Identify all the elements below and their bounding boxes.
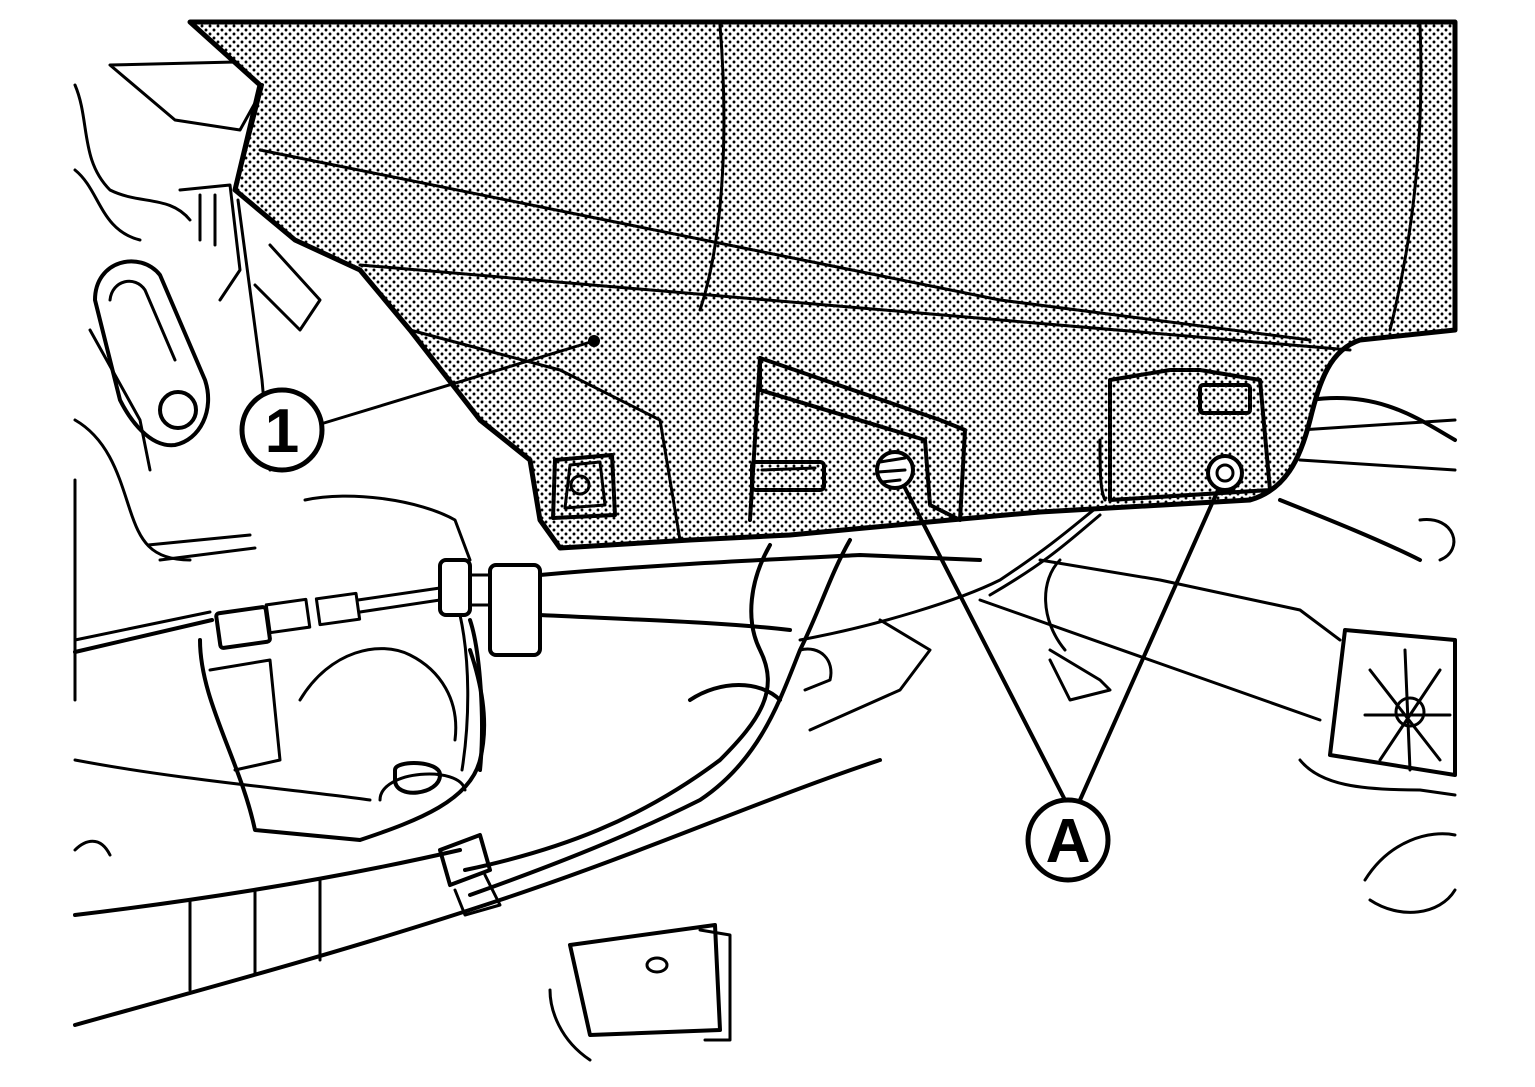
- callout-fastener-a: A: [903, 486, 1220, 883]
- leader-line: [322, 339, 596, 425]
- callout-label-1: 1: [265, 397, 299, 466]
- leader-line-right: [1078, 488, 1220, 802]
- fasteners: [875, 450, 1244, 492]
- callout-circle: [239, 387, 325, 473]
- fastener-bolt-right: [1206, 454, 1244, 492]
- callout-part-1: 1: [239, 335, 600, 473]
- fastener-bolt-left: [875, 450, 915, 490]
- callout-label-a: A: [1046, 807, 1091, 876]
- callout-circle: [1025, 797, 1111, 883]
- cable-fitting: [214, 605, 272, 650]
- leader-line-left: [903, 486, 1067, 802]
- hoses-and-cables: [73, 503, 1102, 917]
- background-chassis: [73, 60, 1457, 1062]
- hose-clip: [438, 833, 492, 887]
- adjuster-nut: [438, 558, 472, 617]
- heat-shield: [187, 19, 1458, 551]
